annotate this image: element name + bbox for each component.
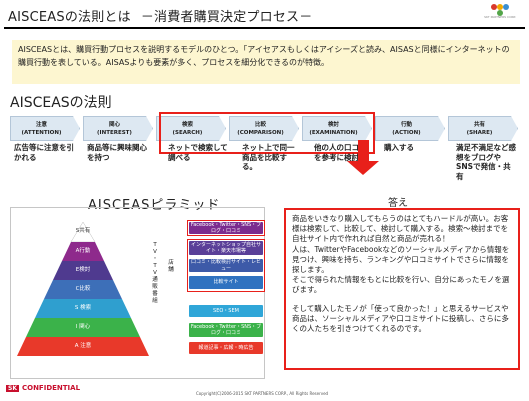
answer-heading: 答え	[388, 198, 408, 209]
title-divider	[4, 27, 525, 29]
logo-mark-icon	[491, 4, 509, 16]
pyramid-panel: S共有 A行動 E検討 C比較 S 検索 I 関心 A 注意 T V ・ T V…	[10, 207, 265, 379]
title-sub: －消費者購買決定プロセス－	[140, 10, 313, 25]
step-desc-comparison: ネット上で同一商品を比較する。	[242, 143, 295, 171]
process-steps: 注意(ATTENTION) 関心(INTEREST) 検索(SEARCH) 比較…	[10, 116, 520, 141]
copyright-text: Copyright(C)2006-2015 SKT PARTNERS CORP.…	[196, 391, 329, 396]
arrow-down-icon	[358, 140, 369, 162]
step-examination: 検討(EXAMINATION)	[302, 116, 372, 141]
step-search: 検索(SEARCH)	[156, 116, 226, 141]
pyramid-label-examination: E検討	[75, 267, 91, 273]
sk-badge: SK	[6, 385, 19, 392]
step-comparison: 比較(COMPARISON)	[229, 116, 299, 141]
media-action: インターネットショップ自社サイト・楽天市場等	[189, 241, 263, 255]
step-desc-examination: 他の人の口コミを参考に検討	[314, 143, 367, 162]
step-desc-search: ネットで検索して調べる	[168, 143, 228, 162]
page-title: AISCEASの法則とは －消費者購買決定プロセス－	[8, 6, 312, 25]
pyramid-graphic	[17, 221, 149, 356]
media-share: Facebook・Twitter・SNS・ブログ・口コミ	[189, 221, 263, 234]
pyramid-layer-interest	[26, 318, 140, 337]
title-main: AISCEASの法則とは	[8, 10, 131, 25]
answer-box: 商品をいきなり購入してもらうのはとてもハードルが高い。お客様は検索して、比較して…	[284, 208, 520, 370]
step-desc-action: 購入する	[384, 143, 414, 152]
pyramid-label-search: S 検索	[74, 305, 92, 311]
step-desc-interest: 商品等に興味関心を持つ	[87, 143, 147, 162]
law-heading: AISCEASの法則	[10, 95, 112, 111]
pyramid-heading: AISCEASピラミッド	[88, 198, 221, 213]
pyramid-layer-attention	[17, 337, 149, 356]
pyramid-label-action: A行動	[75, 248, 91, 254]
tv-label: T V ・ T V 通 販 番 組	[152, 242, 158, 304]
step-action: 行動(ACTION)	[375, 116, 445, 141]
step-share: 共有(SHARE)	[448, 116, 518, 141]
pyramid-layer-examination	[53, 261, 113, 280]
pyramid-label-share: S共有	[75, 228, 91, 234]
media-group-action	[187, 239, 265, 292]
answer-paragraph-4: そして購入したモノが「使って良かった！」と思えるサービスや商品は、ソーシャルメデ…	[292, 303, 509, 334]
pyramid-layer-search	[35, 299, 131, 318]
step-desc-attention: 広告等に注意を引かれる	[14, 143, 74, 162]
answer-paragraph-1: 商品をいきなり購入してもらうのはとてもハードルが高い。お客様は検索して、比較して…	[292, 214, 509, 244]
step-desc-share: 満足不満足など感想をブログやSNSで発信・共有	[456, 143, 516, 181]
media-examination: 口コミ・比較検討サイト・レビュー	[189, 259, 263, 272]
answer-paragraph-2: 人は、TwitterやFacebookなどのソーシャルメディアから情報を見つけ、…	[292, 244, 510, 275]
pyramid-layer-action	[62, 242, 104, 261]
intro-text: AISCEASとは、購買行動プロセスを説明するモデルのひとつ。「アイセアスもしく…	[12, 40, 520, 84]
media-search: SEO・SEM	[189, 305, 263, 317]
pyramid-label-attention: A 注意	[74, 343, 92, 349]
step-interest: 関心(INTEREST)	[83, 116, 153, 141]
store-label: 店 舗	[168, 260, 174, 273]
logo-text: SKT PARTNERS CORP.	[484, 15, 516, 19]
company-logo: SKT PARTNERS CORP.	[477, 4, 523, 20]
confidential-label: CONFIDENTIAL	[21, 384, 81, 392]
media-comparison: 比較サイト	[189, 276, 263, 289]
media-interest: Facebook・Twitter・SNS・ブログ・口コミ	[189, 323, 263, 337]
pyramid-layer-comparison	[44, 280, 122, 299]
pyramid-label-interest: I 関心	[75, 324, 91, 330]
step-attention: 注意(ATTENTION)	[10, 116, 80, 141]
media-attention: 報道記事・広報・時広告	[189, 342, 263, 354]
pyramid-label-comparison: C比較	[75, 286, 91, 292]
media-group-share	[187, 220, 265, 236]
highlight-search-to-examination	[159, 112, 375, 154]
answer-paragraph-3: そこで得られた情報をもとに比較を行い、自分にあったモノを選びます。	[292, 275, 510, 295]
arrow-head-icon	[347, 161, 379, 175]
